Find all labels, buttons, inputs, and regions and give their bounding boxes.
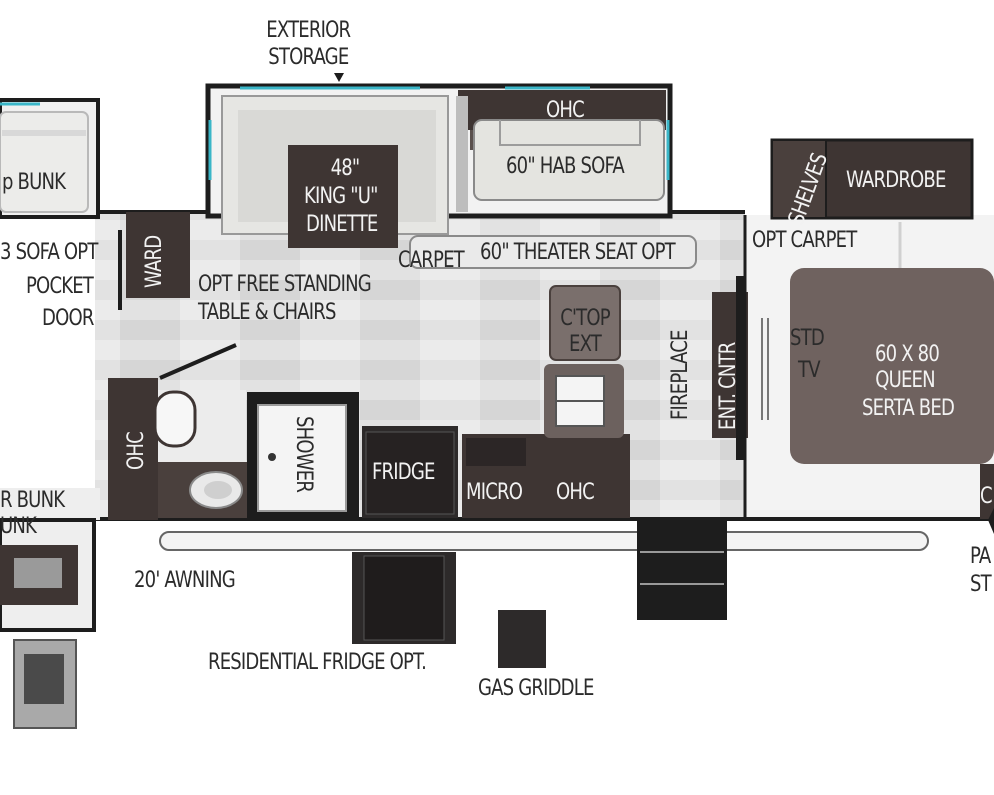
- exterior-storage-label: EXTERIOR: [266, 18, 351, 43]
- free-standing-label: TABLE & CHAIRS: [198, 300, 336, 325]
- bunk-top-label: p BUNK: [2, 170, 66, 195]
- bunk-bottom-label: R BUNK: [0, 488, 65, 513]
- pa-label: PA: [970, 544, 991, 569]
- pa-label: ST: [970, 572, 992, 597]
- ent-cntr-label: ENT. CNTR: [716, 342, 741, 430]
- c-label: C: [980, 484, 993, 509]
- bath-wall: [108, 378, 158, 520]
- ohc-kitchen-label: OHC: [556, 480, 595, 505]
- fridge-label: FRIDGE: [372, 460, 435, 485]
- wardrobe-label: WARDROBE: [846, 168, 946, 193]
- down-arrow-icon: [334, 73, 344, 82]
- dinette-label: 48": [330, 156, 361, 181]
- hab-sofa: [473, 119, 665, 201]
- bunk-room-bottom: [0, 488, 100, 520]
- shower-label: SHOWER: [291, 416, 316, 493]
- std-tv-label: STD: [790, 326, 825, 351]
- shelves-cabinet: [771, 139, 827, 219]
- ward-label: WARD: [142, 235, 167, 288]
- fireplace-label: FIREPLACE: [668, 330, 693, 420]
- queen-bed-label: SERTA BED: [861, 396, 955, 421]
- dinette-label: KING "U": [304, 184, 378, 209]
- ctop-ext: [549, 285, 621, 361]
- free-standing-label: OPT FREE STANDING: [198, 272, 372, 297]
- residential-fridge-label: RESIDENTIAL FRIDGE OPT.: [208, 650, 427, 675]
- bunk-bottom-label: UNK: [0, 514, 37, 539]
- pocket-door-label: DOOR: [42, 306, 94, 331]
- ohc-bath-label: OHC: [124, 432, 149, 470]
- entry-steps: [637, 520, 727, 620]
- opt-carpet-label: OPT CARPET: [752, 228, 857, 253]
- sofa-opt-label: 3 SOFA OPT: [0, 240, 98, 265]
- exterior-storage-label: STORAGE: [268, 45, 349, 70]
- dinette-table: [288, 145, 398, 248]
- hab-sofa-label: 60" HAB SOFA: [506, 154, 625, 179]
- ohc-slide-label: OHC: [546, 98, 585, 123]
- queen-bed-label: 60 X 80: [874, 342, 940, 367]
- ward-cabinet: [126, 212, 190, 298]
- awning: [159, 531, 929, 551]
- queen-bed: [790, 268, 994, 464]
- dinette-label: DINETTE: [306, 212, 378, 237]
- ctop-ext-label: C'TOP: [560, 306, 610, 331]
- std-tv-label: TV: [798, 358, 821, 383]
- awning-label: 20' AWNING: [134, 568, 236, 593]
- theater-seat-label: 60" THEATER SEAT OPT: [480, 240, 676, 265]
- micro-label: MICRO: [466, 480, 523, 505]
- theater-seat: [409, 235, 697, 269]
- gas-griddle: [498, 610, 546, 668]
- gas-griddle-label: GAS GRIDDLE: [478, 676, 594, 701]
- queen-bed-label: QUEEN: [875, 368, 935, 393]
- ctop-ext-label: EXT: [568, 332, 602, 357]
- pocket-door-label: POCKET: [26, 274, 94, 299]
- carpet-label: CARPET: [398, 248, 465, 273]
